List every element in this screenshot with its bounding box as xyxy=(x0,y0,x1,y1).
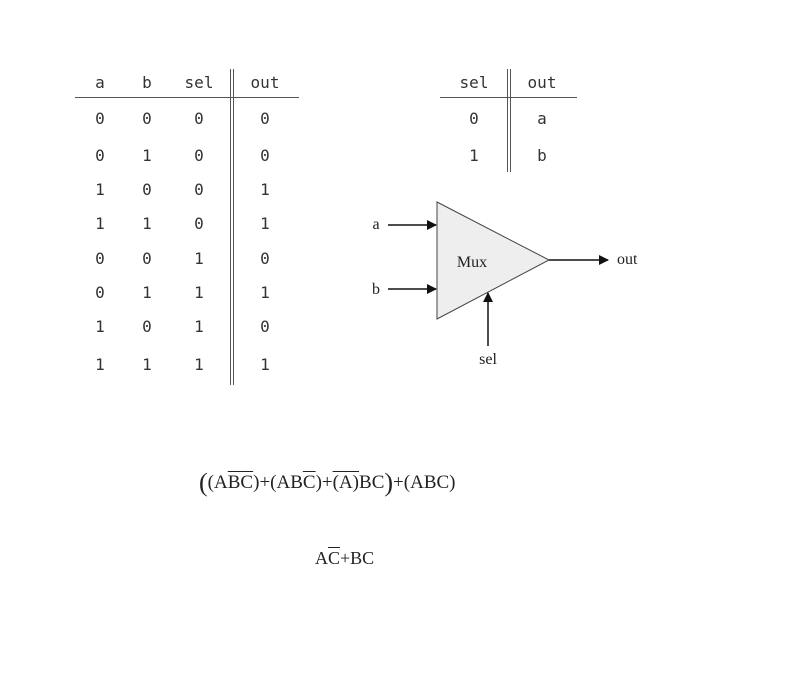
term-2-c-bar: C xyxy=(302,472,316,493)
sel-row-1-sel: 1 xyxy=(469,146,479,165)
row-2-b: 0 xyxy=(142,180,152,199)
row-7-a: 1 xyxy=(95,355,105,374)
truth-table-divider-right xyxy=(233,69,234,385)
truth-table-header-rule xyxy=(75,97,299,98)
row-6-b: 0 xyxy=(142,317,152,336)
row-0-a: 0 xyxy=(95,109,105,128)
sel-row-0-out: a xyxy=(537,109,547,128)
row-5-b: 1 xyxy=(142,283,152,302)
row-0-b: 0 xyxy=(142,109,152,128)
row-1-sel: 0 xyxy=(194,146,204,165)
plus-1: + xyxy=(259,472,271,493)
term-3-a-bar: (A) xyxy=(332,472,360,493)
big-open-paren: ( xyxy=(199,468,208,497)
row-2-sel: 0 xyxy=(194,180,204,199)
term-1-c-bar: C xyxy=(240,472,254,493)
output-label: out xyxy=(617,251,638,268)
row-4-sel: 1 xyxy=(194,249,204,268)
row-1-b: 1 xyxy=(142,146,152,165)
select-table-divider-left xyxy=(507,69,508,172)
row-5-a: 0 xyxy=(95,283,105,302)
boolean-expression-full: ((ABC)+(ABC)+(A)BC)+(ABC) xyxy=(199,468,456,497)
header-b: b xyxy=(142,73,152,92)
row-5-sel: 1 xyxy=(194,283,204,302)
select-table-divider-right xyxy=(510,69,511,172)
select-label: sel xyxy=(479,351,497,368)
row-6-sel: 1 xyxy=(194,317,204,336)
row-6-out: 0 xyxy=(260,317,270,336)
row-1-out: 0 xyxy=(260,146,270,165)
header-out: out xyxy=(250,73,280,92)
sel-row-1-out: b xyxy=(537,146,547,165)
select-table-header-rule xyxy=(440,97,577,98)
input-b-label: b xyxy=(372,281,380,298)
row-3-sel: 0 xyxy=(194,214,204,233)
row-7-out: 1 xyxy=(260,355,270,374)
simp-a: A xyxy=(315,548,328,568)
row-2-a: 1 xyxy=(95,180,105,199)
input-a-label: a xyxy=(372,216,379,233)
boolean-expression-simplified: AC+BC xyxy=(315,548,374,569)
row-2-out: 1 xyxy=(260,180,270,199)
row-7-b: 1 xyxy=(142,355,152,374)
row-0-sel: 0 xyxy=(194,109,204,128)
row-4-out: 0 xyxy=(260,249,270,268)
plus-2: + xyxy=(321,472,333,493)
row-3-out: 1 xyxy=(260,214,270,233)
term-2-ab: AB xyxy=(276,472,303,493)
simp-plus: + xyxy=(340,548,351,568)
plus-3: + xyxy=(393,472,404,493)
row-3-a: 1 xyxy=(95,214,105,233)
term-1-b-bar: B xyxy=(227,472,241,493)
row-3-b: 1 xyxy=(142,214,152,233)
sel-header-out: out xyxy=(527,73,557,92)
term-1-a: A xyxy=(214,472,228,493)
row-7-sel: 1 xyxy=(194,355,204,374)
mux-block xyxy=(436,201,551,320)
row-0-out: 0 xyxy=(260,109,270,128)
row-5-out: 1 xyxy=(260,283,270,302)
sel-header-sel: sel xyxy=(459,73,489,92)
big-close-paren: ) xyxy=(384,468,394,497)
header-a: a xyxy=(95,73,105,92)
term-3-bc: BC xyxy=(359,472,385,493)
row-1-a: 0 xyxy=(95,146,105,165)
row-4-b: 0 xyxy=(142,249,152,268)
mux-label: Mux xyxy=(457,254,487,271)
simp-bc: BC xyxy=(350,548,375,568)
simp-c-bar: C xyxy=(328,548,341,568)
truth-table-divider-left xyxy=(230,69,231,385)
term-4-abc: ABC xyxy=(410,472,450,493)
sel-row-0-sel: 0 xyxy=(469,109,479,128)
row-6-a: 1 xyxy=(95,317,105,336)
row-4-a: 0 xyxy=(95,249,105,268)
header-sel: sel xyxy=(184,73,214,92)
